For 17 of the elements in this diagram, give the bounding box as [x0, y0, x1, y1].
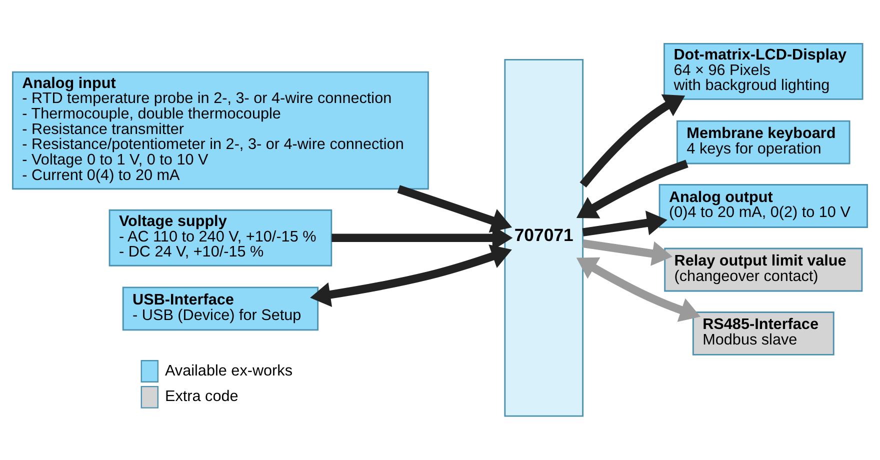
arrow	[310, 244, 512, 306]
arrow	[397, 184, 512, 232]
node-box: Analog input - RTD temperature probe in 2-, 3- or 4-wire connection - Thermocouple, double thermocouple - Resistance transmitter - Resistance/potentiometer in 2-, 3- or 4-wire connection - Voltage 0 to 1 V, 0 to 10 V - Current 0(4) to 20 mA	[12, 70, 429, 190]
node-box: USB-Interface - USB (Device) for Setup	[122, 286, 319, 330]
arrow	[582, 210, 668, 236]
arrow	[576, 159, 688, 218]
legend-label: Extra code	[164, 388, 238, 405]
arrow	[576, 256, 700, 322]
node-box: Voltage supply - AC 110 to 240 V, +10/-15 % - DC 24 V, +10/-15 %	[108, 208, 332, 266]
node-box: Analog output (0)4 to 20 mA, 0(2) to 10 V	[658, 184, 868, 228]
node-box: Dot-matrix-LCD-Display 64 × 96 Pixels with backgroud lighting	[664, 42, 864, 100]
node-box: 707071	[504, 58, 584, 416]
node-box: RS485-Interface Modbus slave	[692, 311, 834, 355]
arrow	[582, 238, 672, 266]
node-box: Relay output limit value (changeover contact)	[664, 247, 863, 292]
node-box: Membrane keyboard 4 keys for operation	[676, 120, 850, 164]
legend-label: Available ex-works	[164, 362, 293, 379]
